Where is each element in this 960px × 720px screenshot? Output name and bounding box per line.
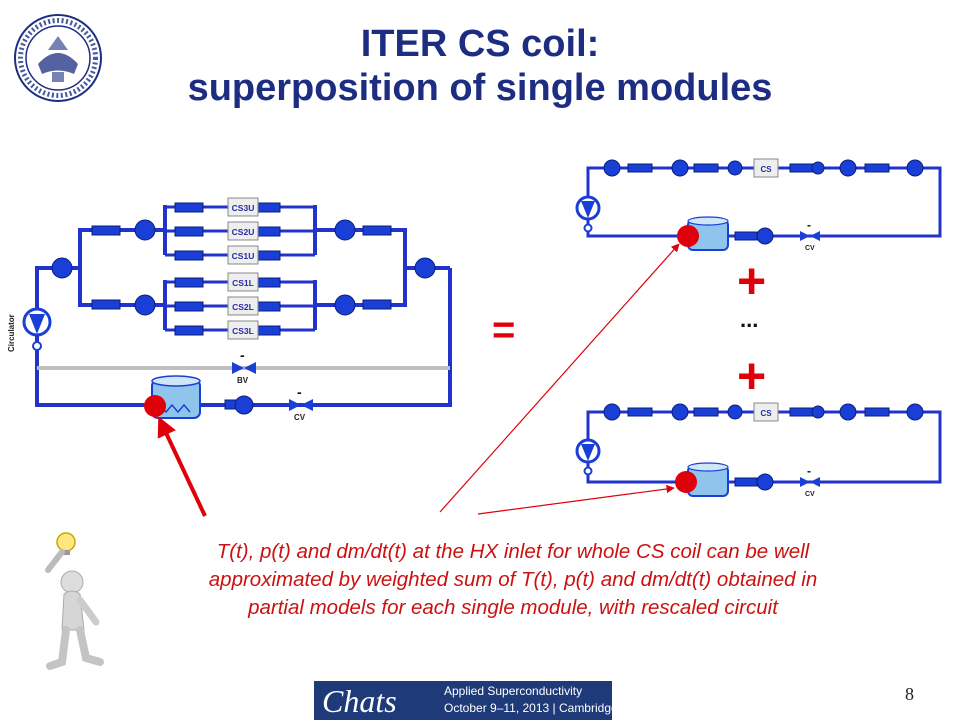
module-box [227,272,259,292]
right-top-circuit: CS - CV [575,158,942,252]
pointer-arrow-bottom [477,484,675,515]
module-label: CS [760,165,772,174]
conference-line-1: Applied Superconductivity [444,684,583,698]
university-seal-logo [14,14,102,102]
ellipsis: ... [740,307,758,332]
cv-label: CV [294,413,306,422]
module-label: CS [760,409,772,418]
module-box [227,296,259,316]
module-box [227,320,259,340]
bv-label: BV [237,376,249,385]
module-box [227,245,259,265]
left-module-boxes: CS3U CS2U CS1U CS1L CS2L CS3L [227,197,259,340]
plus-sign-bottom: + [737,348,766,404]
title-line-2: superposition of single modules [187,67,773,109]
caption-line-2: approximated by weighted sum of T(t), p(… [208,568,818,591]
page-number: 8 [905,684,914,704]
module-label: CS1L [232,278,254,288]
module-label: CS1U [232,251,255,261]
cv-sign: - [807,464,811,478]
module-label: CS2L [232,302,254,312]
left-control-valve [289,399,313,411]
bypass-valve [232,362,256,374]
conference-brand: Chats [322,683,397,719]
equals-sign: = [492,308,515,352]
module-label: CS2U [232,227,255,237]
right-top-hx-inlet-marker [677,225,699,247]
left-circulator-pump [22,307,52,351]
slide-title: ITER CS coil: superposition of single mo… [90,22,870,110]
cv-label: CV [805,491,815,498]
right-bottom-hx-inlet-marker [675,471,697,493]
lightbulb-icon [56,532,76,552]
title-line-1: ITER CS coil: [360,23,600,65]
idea-figure-illustration [45,532,104,670]
left-volumes [51,219,436,415]
module-box [227,221,259,241]
left-pointer-arrow [157,416,207,517]
right-bottom-circuit: CS - CV [575,402,942,498]
caption-text: T(t), p(t) and dm/dt(t) at the HX inlet … [118,538,908,622]
cv-sign: - [297,384,302,400]
module-box [753,402,779,422]
module-label: CS3L [232,326,254,336]
cv-label: CV [805,245,815,252]
conference-banner: Chats Applied Superconductivity October … [314,681,612,720]
caption-line-3: partial models for each single module, w… [248,596,778,619]
bv-sign: - [240,347,245,363]
module-label: CS3U [232,203,255,213]
conference-line-2: October 9–11, 2013 | Cambridge, MA [444,701,612,715]
module-box [227,197,259,217]
pointer-arrow-top [439,243,680,513]
left-hx-inlet-marker [144,395,166,417]
cv-sign: - [807,218,811,232]
module-box [753,158,779,178]
caption-line-1: T(t), p(t) and dm/dt(t) at the HX inlet … [216,540,810,563]
circulator-label: Circulator [7,314,16,352]
plus-sign-top: + [737,253,766,309]
